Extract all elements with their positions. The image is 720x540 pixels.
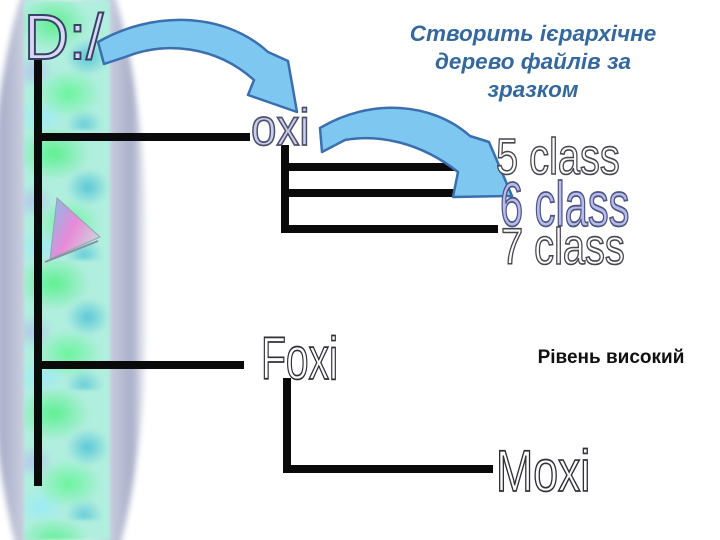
tree-edge-root-to-foxi [34, 361, 244, 369]
node-label-moxi: Moxi [495, 439, 591, 504]
node-label-6class: 6 class [499, 170, 630, 240]
slide-title-line-1: Створить ієрархічне [409, 21, 657, 46]
tree-edge-oxi-to-7class [281, 225, 498, 233]
foxi-subtree-vertical [283, 378, 291, 473]
tree-edge-foxi-to-moxi [283, 465, 493, 473]
slide-title: Створить ієрархічне дерево файлів за зра… [390, 20, 676, 104]
triangle-shadow-line [44, 240, 99, 263]
node-label-oxi: oxi [250, 99, 310, 157]
tree-trunk-vertical [34, 58, 42, 486]
play-triangle-icon [49, 196, 101, 260]
slide-title-line-2: дерево файлів за [435, 49, 631, 74]
root-node-label: D:/ [23, 1, 104, 73]
slide-title-line-3: зразком [487, 77, 579, 102]
level-note: Рівень високий [537, 347, 685, 368]
curved-arrow-2-icon [318, 106, 514, 199]
node-label-5class: 5 class [495, 128, 620, 185]
tree-edge-oxi-to-5class [281, 163, 492, 171]
curved-arrow-1-icon [96, 18, 299, 114]
tree-edge-oxi-to-6class [281, 189, 490, 197]
node-label-7class: 7 class [500, 218, 625, 275]
tree-edge-root-to-oxi [34, 133, 250, 141]
node-label-foxi: Foxi [260, 325, 339, 392]
